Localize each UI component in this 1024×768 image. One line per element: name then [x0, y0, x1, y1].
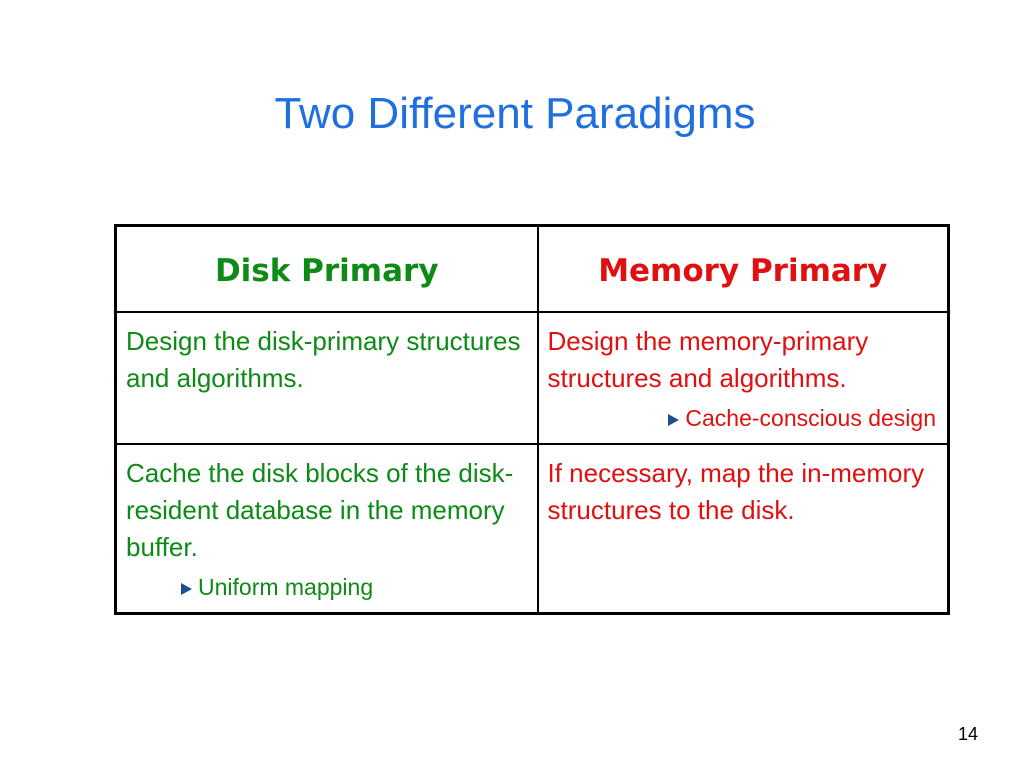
table-header-row: Disk Primary Memory Primary: [114, 224, 950, 313]
memory-map-text: If necessary, map the in-memory structur…: [547, 458, 925, 525]
table-row: Cache the disk blocks of the disk-reside…: [114, 443, 950, 615]
disk-design-cell: Design the disk-primary structures and a…: [114, 311, 539, 445]
cache-conscious-text: Cache-conscious design: [685, 405, 936, 431]
header-disk-primary: Disk Primary: [114, 224, 539, 313]
paradigms-table: Disk Primary Memory Primary Design the d…: [114, 224, 950, 615]
disk-design-text: Design the disk-primary structures and a…: [126, 326, 521, 393]
memory-design-cell: Design the memory-primary structures and…: [536, 311, 950, 445]
page-number: 14: [957, 724, 978, 744]
cache-conscious-bullet: Cache-conscious design: [548, 401, 939, 435]
bullet-arrow-icon: [668, 413, 680, 426]
uniform-mapping-text: Uniform mapping: [198, 574, 374, 600]
uniform-mapping-bullet: Uniform mapping: [126, 570, 528, 604]
disk-cache-cell: Cache the disk blocks of the disk-reside…: [114, 443, 539, 615]
memory-map-cell: If necessary, map the in-memory structur…: [536, 443, 950, 615]
memory-design-text: Design the memory-primary structures and…: [547, 326, 869, 393]
table-row: Design the disk-primary structures and a…: [114, 311, 950, 445]
bullet-arrow-icon: [181, 582, 192, 595]
slide-title: Two Different Paradigms: [274, 89, 756, 138]
disk-cache-text: Cache the disk blocks of the disk-reside…: [126, 458, 514, 562]
header-memory-primary: Memory Primary: [536, 224, 950, 313]
